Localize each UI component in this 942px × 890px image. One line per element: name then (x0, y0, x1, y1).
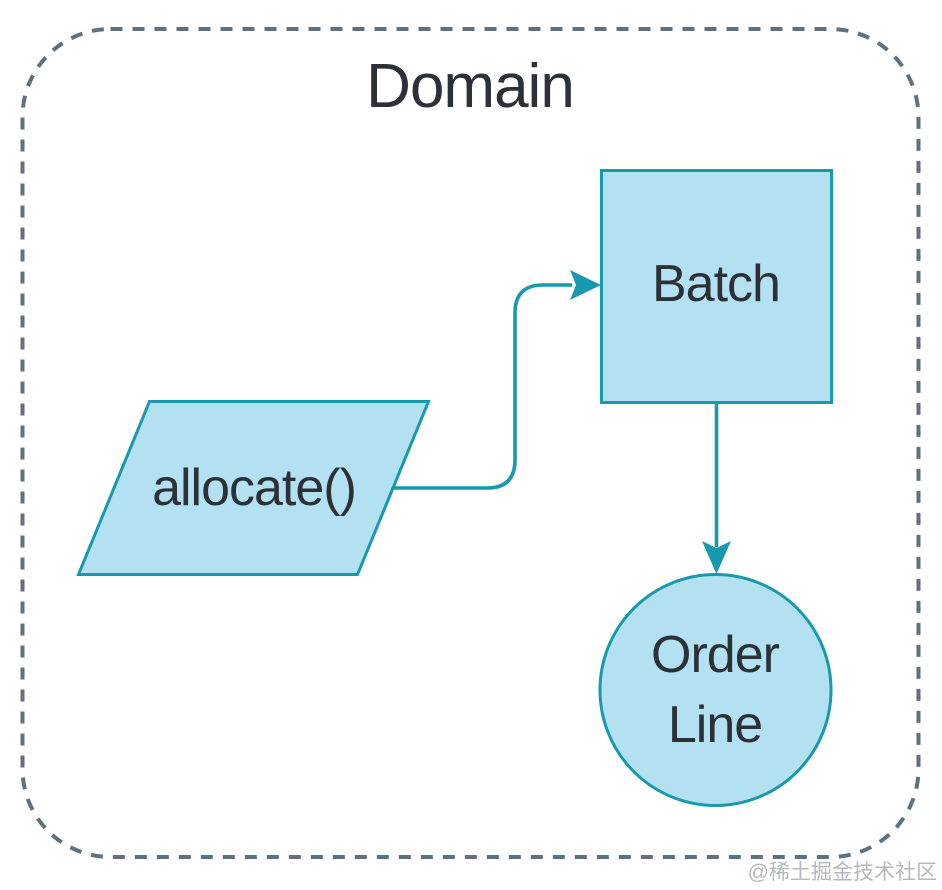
edge-batch-to-orderline (702, 403, 731, 574)
node-batch-shape (600, 169, 833, 404)
edge-allocate-to-batch-line (393, 283, 572, 490)
edge-allocate-to-batch (393, 270, 601, 490)
domain-boundary (20, 27, 921, 859)
node-orderline-shape (598, 573, 833, 807)
node-batch-label: Batch (652, 255, 780, 313)
node-allocate-label: allocate() (152, 459, 356, 517)
arrowhead-into-batch-icon (570, 270, 601, 300)
watermark: @稀土掘金技术社区 (748, 861, 937, 884)
diagram-title: Domain (366, 52, 574, 121)
arrowhead-into-orderline-icon (702, 541, 731, 574)
node-allocate: allocate() (76, 400, 431, 576)
node-batch: Batch (600, 169, 833, 404)
node-orderline-label-line1: Order (651, 626, 780, 684)
node-orderline-label-line2: Line (668, 696, 762, 754)
node-orderline: Order Line (598, 573, 833, 807)
node-allocate-shape (76, 400, 431, 576)
